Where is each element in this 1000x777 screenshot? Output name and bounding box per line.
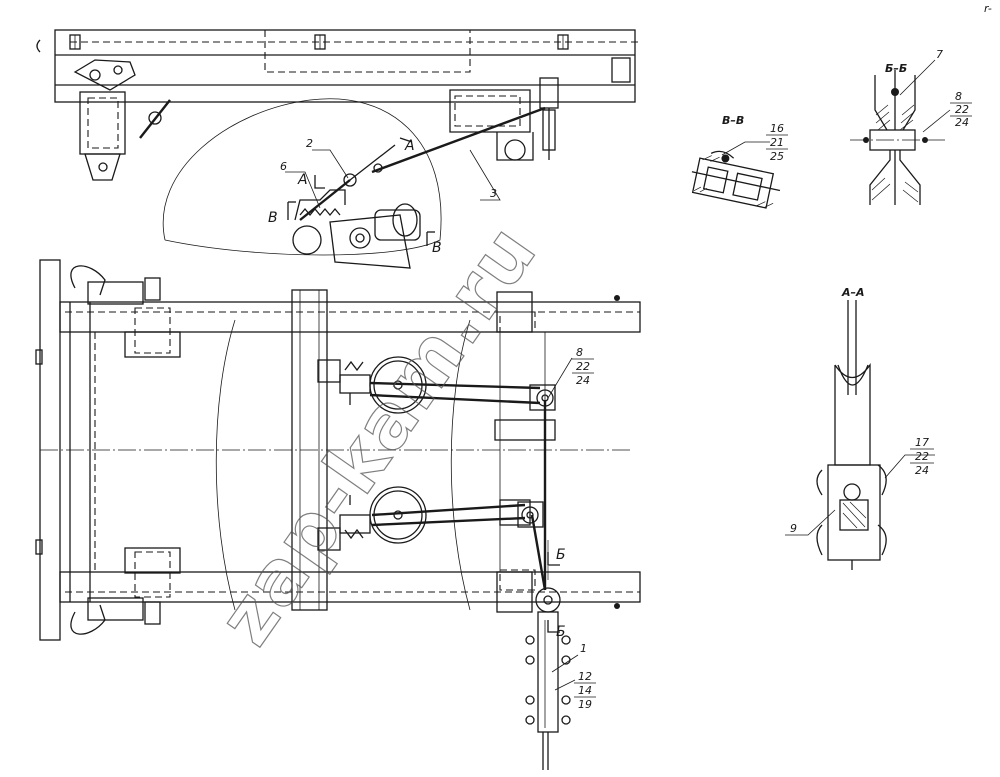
cut-marker-b <box>547 552 560 633</box>
frame-rail-upper <box>59 301 641 333</box>
frame-rail-lower <box>59 571 641 603</box>
brake-chamber-lower <box>317 486 427 551</box>
callout-2: 2 <box>306 137 313 150</box>
section-title-vv: В–В <box>722 114 744 127</box>
svg-text:14: 14 <box>578 684 592 697</box>
tow-hook-upper <box>70 265 161 305</box>
cut-label-v1: В <box>268 210 278 226</box>
pulley-middle <box>517 501 544 528</box>
callout-stack-aa: 17 22 24 <box>910 436 934 477</box>
brake-chamber-detail <box>292 144 421 269</box>
callout-stack-bb: 8 22 24 <box>950 90 972 129</box>
cut-label-a1: А <box>297 172 308 188</box>
brake-cable <box>369 381 547 591</box>
svg-text:17: 17 <box>915 436 929 449</box>
svg-text:24: 24 <box>915 464 929 477</box>
svg-text:12: 12 <box>578 670 592 683</box>
svg-text:22: 22 <box>955 103 969 116</box>
spring-bracket <box>73 59 171 181</box>
callout-1: 1 <box>580 642 587 655</box>
clevis-block <box>827 464 881 561</box>
spring-bracket-upper <box>124 307 181 358</box>
callout-stack-plan-8: 8 22 24 <box>572 346 594 387</box>
svg-text:22: 22 <box>915 450 929 463</box>
svg-text:16: 16 <box>770 122 784 135</box>
hand-brake-rod <box>525 611 571 770</box>
pulley-groove <box>891 88 899 96</box>
section-title-bb: Б–Б <box>885 62 907 75</box>
section-aa-view <box>785 300 935 570</box>
callout-stack-plan-12: 12 14 19 <box>574 670 596 711</box>
cut-marker-a <box>314 137 413 189</box>
bolt-marker-2 <box>314 34 326 50</box>
section-vv-hatch <box>693 155 774 208</box>
section-aa-hatch <box>842 501 867 529</box>
ratchet <box>299 207 341 217</box>
svg-text:19: 19 <box>578 698 592 711</box>
svg-text:24: 24 <box>955 116 969 129</box>
spring-bracket-lower <box>124 547 181 598</box>
corner-mark: r- <box>984 2 992 15</box>
svg-text:8: 8 <box>576 346 583 359</box>
side-view <box>36 29 640 269</box>
svg-text:24: 24 <box>576 374 590 387</box>
cable-side <box>371 106 546 174</box>
pulley-upper <box>529 384 556 411</box>
watermark: zap-kam.ru <box>202 209 554 660</box>
rear-bracket <box>449 77 559 161</box>
callout-9: 9 <box>790 522 797 535</box>
cut-label-b2: Б <box>556 624 566 640</box>
cross-member <box>291 289 328 611</box>
callout-3: 3 <box>490 187 497 200</box>
plan-view <box>35 259 641 770</box>
cut-label-v2: В <box>432 240 442 256</box>
bolt-marker-1 <box>69 34 81 50</box>
rod-bolts <box>525 635 571 725</box>
frame-side-rail <box>54 29 636 103</box>
detail-bubble <box>162 98 442 256</box>
svg-text:8: 8 <box>955 90 962 103</box>
section-bb-view <box>850 59 951 205</box>
bolt-marker-3 <box>557 34 569 50</box>
cut-label-a2: А <box>404 138 415 154</box>
cut-marker-v <box>287 201 435 246</box>
section-vv-view <box>691 141 781 209</box>
section-bb-hatch <box>871 104 919 203</box>
cut-label-b1: Б <box>556 547 566 563</box>
callout-7: 7 <box>936 48 943 61</box>
callout-6: 6 <box>280 160 287 173</box>
svg-text:21: 21 <box>770 136 784 149</box>
section-title-aa: А–А <box>841 286 865 299</box>
svg-text:25: 25 <box>770 150 784 163</box>
callout-stack-vv: 16 21 25 <box>766 122 788 163</box>
svg-text:22: 22 <box>576 360 590 373</box>
tow-hook-lower <box>70 597 161 635</box>
